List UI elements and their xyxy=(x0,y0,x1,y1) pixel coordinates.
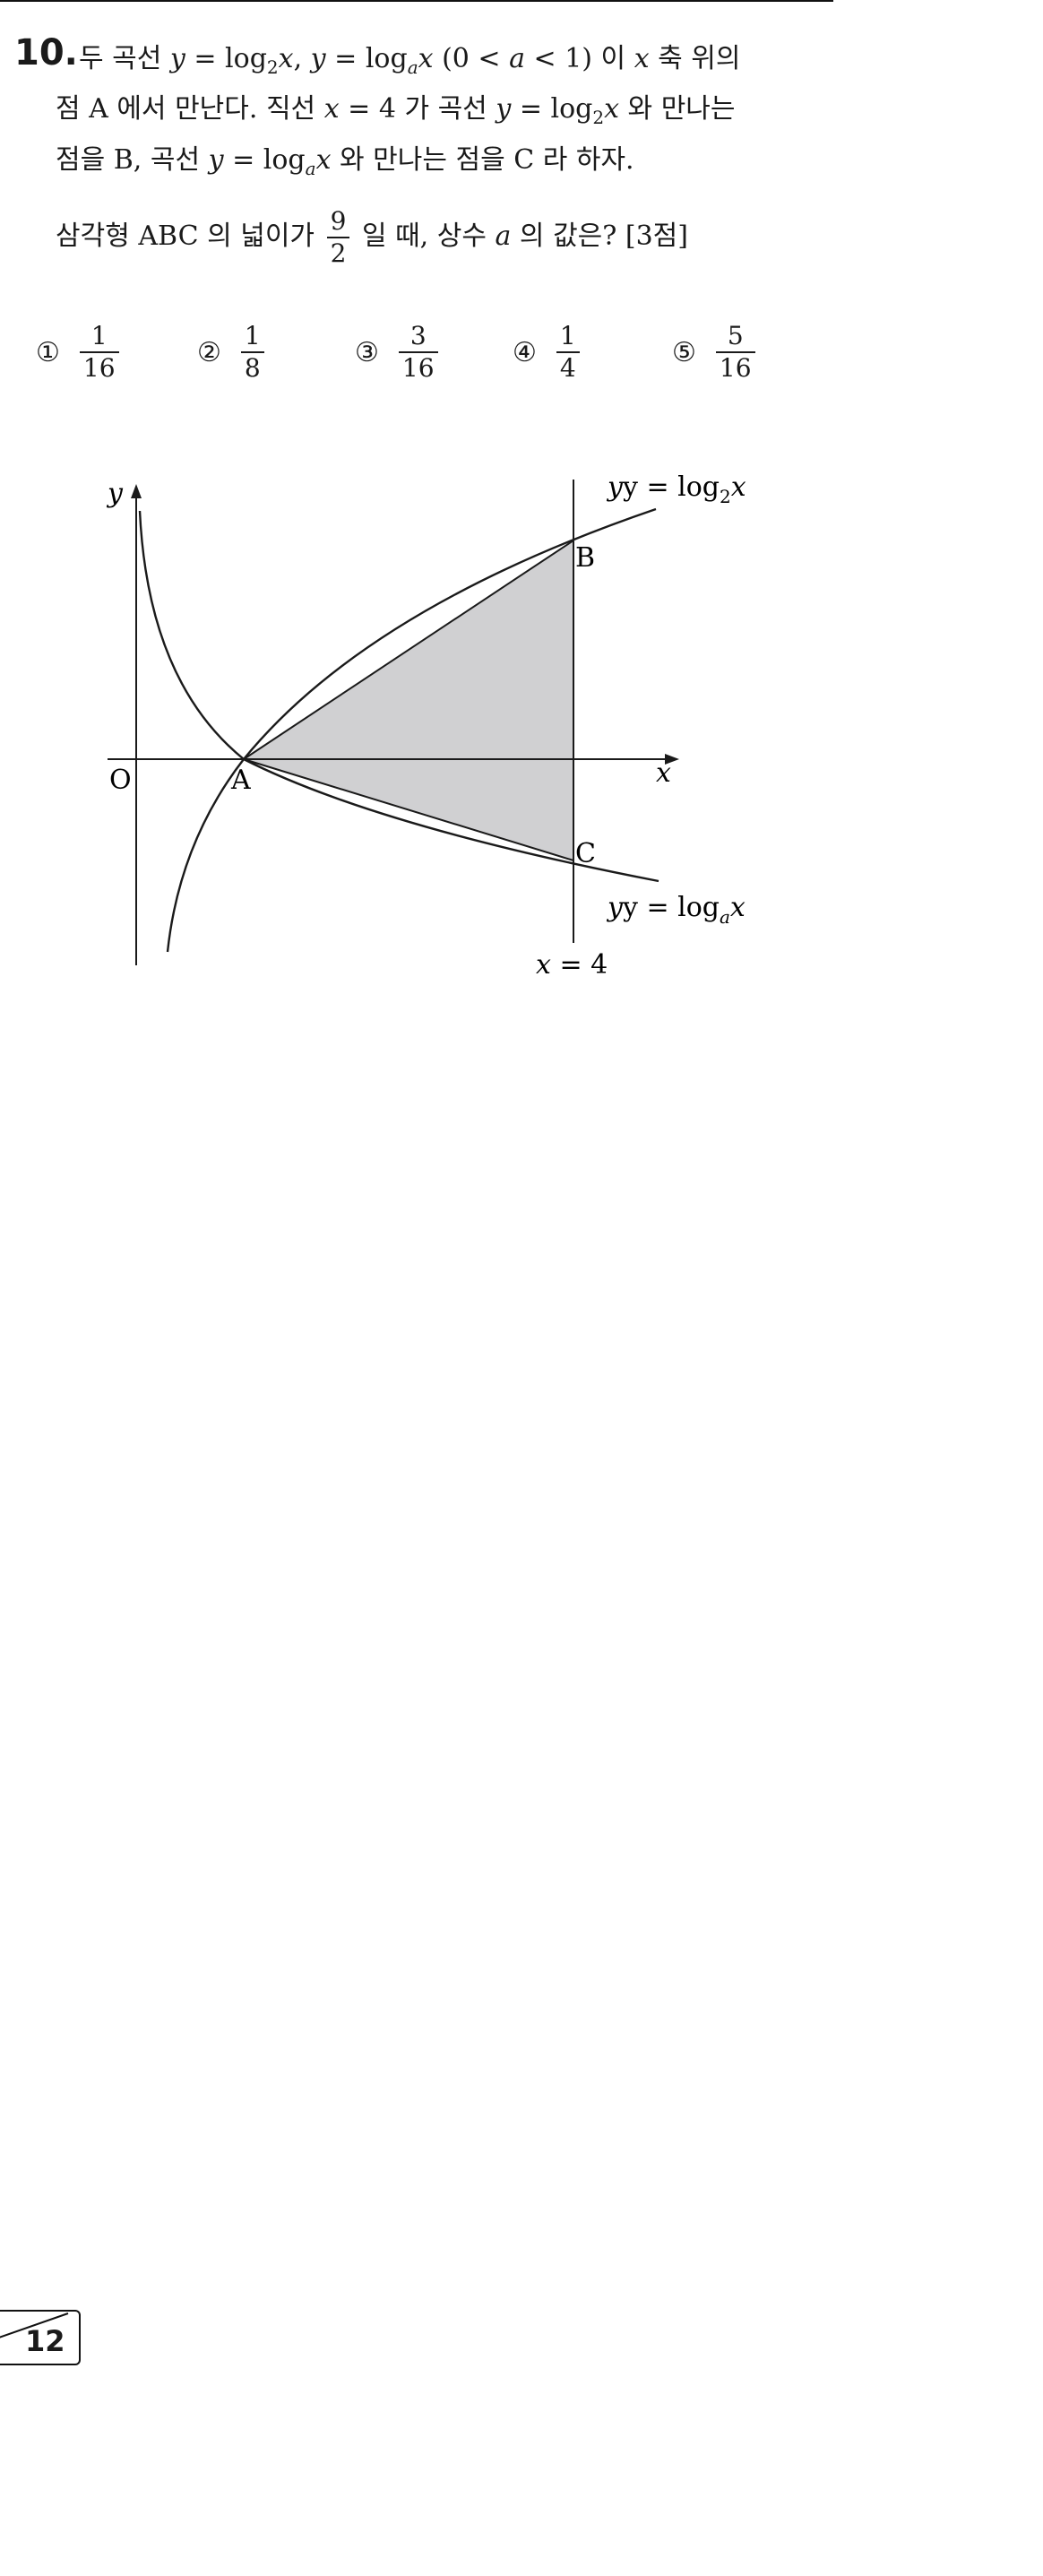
page-box-slash xyxy=(0,2312,69,2338)
curve-log2 xyxy=(166,507,657,953)
label-point-a: A xyxy=(230,765,251,796)
question-line-2: 점 A 에서 만난다. 직선 x = 4 가 곡선 y = log2x 와 만나… xyxy=(56,93,736,128)
question-line-3: 점을 B, 곡선 y = logax 와 만나는 점을 C 라 하자. xyxy=(56,144,634,179)
segment-ac xyxy=(243,758,574,861)
label-y: y xyxy=(106,478,124,509)
page-number-box: 12 xyxy=(0,2310,81,2365)
label-point-b: B xyxy=(575,542,595,574)
label-x: x xyxy=(656,757,671,789)
question-line-1: 두 곡선 y = log2x, y = logax (0 < a < 1) 이 … xyxy=(79,43,741,78)
label-curve-loga: yy = logax xyxy=(606,892,746,928)
question-number: 10. xyxy=(14,32,78,73)
segment-ab xyxy=(243,540,574,760)
triangle-abc xyxy=(244,540,573,860)
label-curve-log2: yy = log2x xyxy=(606,471,746,507)
label-line-x4: x = 4 xyxy=(536,949,608,981)
y-axis-arrow xyxy=(131,484,142,498)
label-point-c: C xyxy=(575,838,596,869)
label-origin: O xyxy=(109,765,132,796)
log-curves-figure: y x O A B C yy = log2x yy = logax x = 4 xyxy=(106,471,746,981)
curve-loga xyxy=(138,510,659,883)
page-number: 12 xyxy=(25,2324,65,2358)
top-rule xyxy=(0,0,833,2)
x-axis-arrow xyxy=(665,754,679,765)
